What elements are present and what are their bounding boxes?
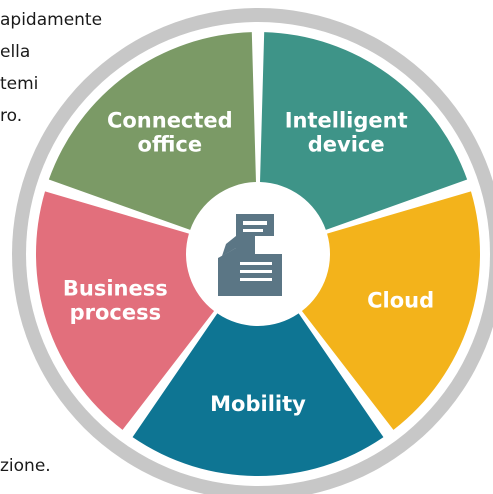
- text-fragment-5: zione.: [0, 456, 51, 476]
- segment-label-mobility: Mobility: [210, 392, 306, 416]
- segment-business-process: [36, 191, 215, 430]
- text-fragment-4: ro.: [0, 106, 23, 126]
- segment-mobility: [132, 313, 384, 477]
- text-fragment-3: temi: [0, 74, 39, 94]
- text-fragment-2: ella: [0, 42, 31, 62]
- segment-label-cloud: Cloud: [367, 288, 434, 312]
- segment-cloud: [301, 191, 480, 430]
- printer-icon: [218, 214, 282, 296]
- segment-intelligent-device: [260, 32, 468, 230]
- segment-connected-office: [48, 32, 256, 230]
- text-fragment-1: apidamente: [0, 10, 103, 30]
